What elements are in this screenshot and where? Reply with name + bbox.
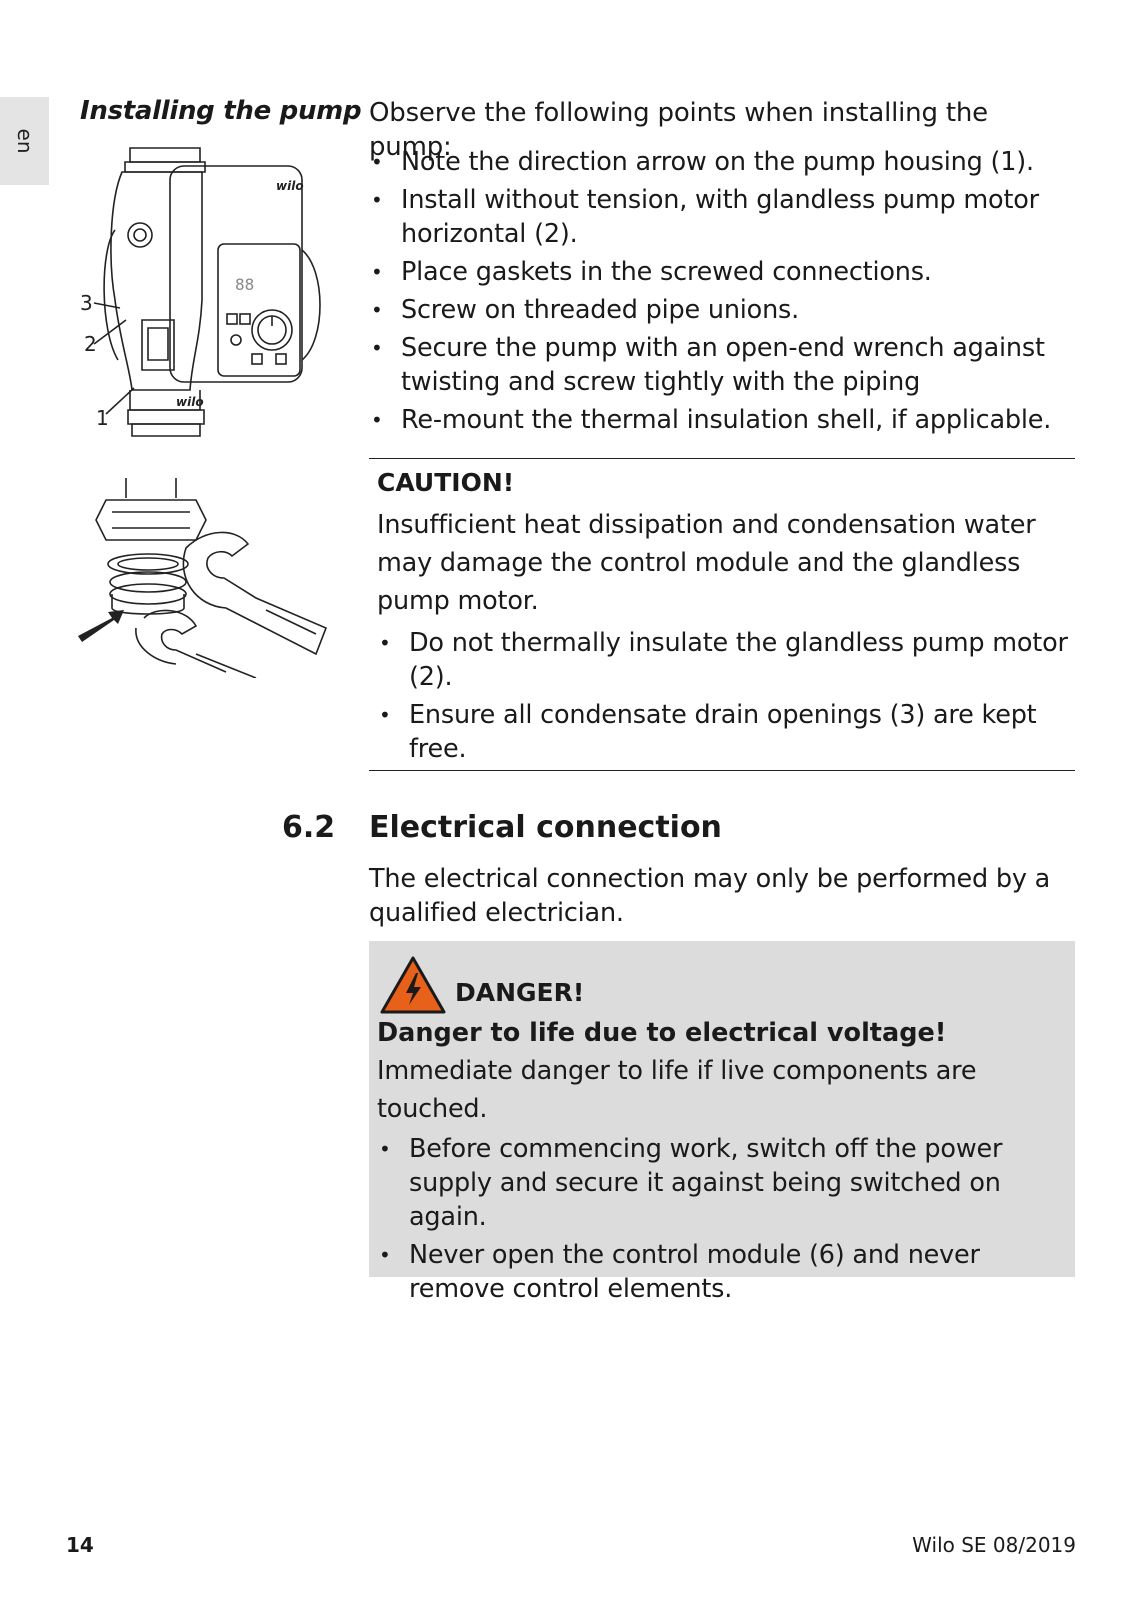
danger-list: Before commencing work, switch off the p… xyxy=(377,1132,1071,1306)
danger-description: Immediate danger to life if live compone… xyxy=(377,1056,977,1124)
pump-logo-top: wilo xyxy=(276,179,304,193)
electric-warning-icon xyxy=(380,956,446,1014)
caution-label: CAUTION! xyxy=(377,468,515,497)
list-item: Do not thermally insulate the glandless … xyxy=(377,626,1075,694)
pump-illustration: 88 wilo wilo 3 2 1 xyxy=(80,147,321,437)
danger-title: Danger to life due to electrical voltage… xyxy=(377,1018,947,1048)
list-item: Secure the pump with an open-end wrench … xyxy=(369,331,1075,399)
danger-box: DANGER! Danger to life due to electrical… xyxy=(369,941,1075,1304)
divider-top xyxy=(369,458,1075,459)
caution-description: Insufficient heat dissipation and conden… xyxy=(377,510,1036,616)
caution-block: CAUTION! Insufficient heat dissipation a… xyxy=(369,466,1075,770)
danger-header: DANGER! xyxy=(379,955,584,1015)
list-item: Never open the control module (6) and ne… xyxy=(377,1238,1071,1306)
publisher-info: Wilo SE 08/2019 xyxy=(912,1533,1076,1557)
list-item: Ensure all condensate drain openings (3)… xyxy=(377,698,1075,766)
language-code: en xyxy=(12,128,37,154)
pump-logo-bottom: wilo xyxy=(176,395,204,409)
section-description: The electrical connection may only be pe… xyxy=(369,864,1051,928)
list-item: Install without tension, with glandless … xyxy=(369,183,1075,251)
install-list: Note the direction arrow on the pump hou… xyxy=(369,145,1075,441)
list-item: Re-mount the thermal insulation shell, i… xyxy=(369,403,1075,437)
list-item: Screw on threaded pipe unions. xyxy=(369,293,1075,327)
callout-2: 2 xyxy=(84,332,97,356)
list-item: Note the direction arrow on the pump hou… xyxy=(369,145,1075,179)
page-number: 14 xyxy=(66,1533,94,1557)
section-number: 6.2 xyxy=(282,810,336,845)
language-tab: en xyxy=(0,97,49,185)
side-heading: Installing the pump xyxy=(80,96,362,126)
callout-1: 1 xyxy=(96,406,109,430)
danger-content: Danger to life due to electrical voltage… xyxy=(377,1014,1071,1310)
svg-text:88: 88 xyxy=(235,275,254,294)
wrench-illustration xyxy=(78,478,328,678)
list-item: Place gaskets in the screwed connections… xyxy=(369,255,1075,289)
caution-list: Do not thermally insulate the glandless … xyxy=(369,626,1075,766)
danger-label: DANGER! xyxy=(455,977,585,1007)
divider-bottom xyxy=(369,770,1075,771)
list-item: Before commencing work, switch off the p… xyxy=(377,1132,1071,1234)
callout-3: 3 xyxy=(80,291,93,315)
section-title: Electrical connection xyxy=(369,810,722,845)
